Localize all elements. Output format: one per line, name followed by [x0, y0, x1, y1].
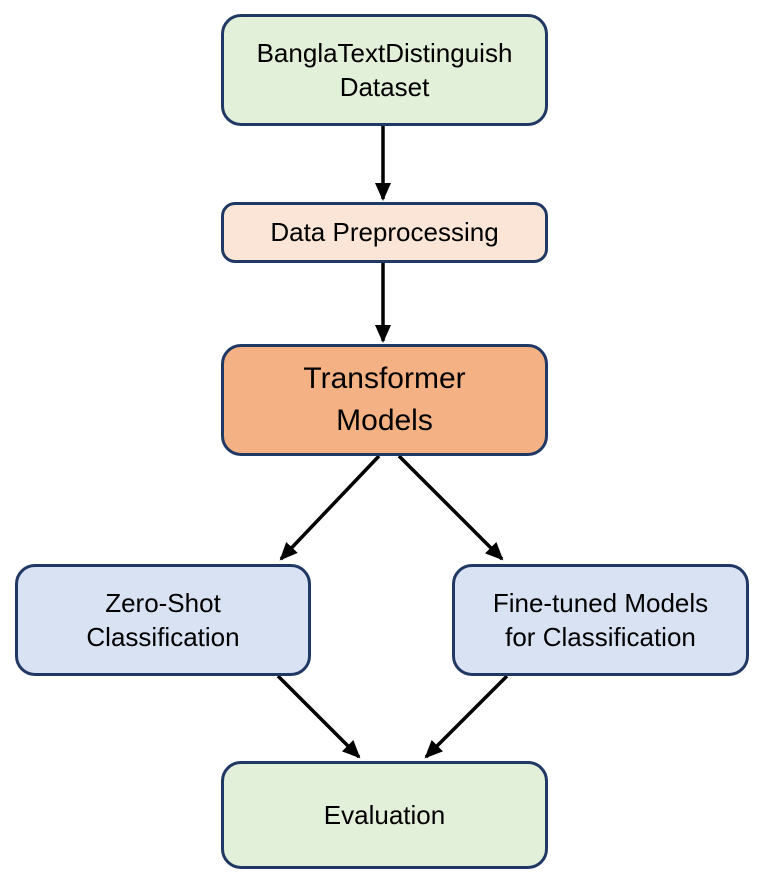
node-data-preprocessing: Data Preprocessing	[221, 202, 548, 263]
arrow-zero-shot-to-evaluation	[276, 674, 361, 759]
node-data-preprocessing-label: Data Preprocessing	[270, 217, 499, 248]
arrow-transformer-to-zero-shot	[279, 454, 381, 561]
arrow-fine-tuned-to-evaluation	[424, 674, 509, 759]
node-fine-tuned-models: Fine-tuned Models for Classification	[452, 564, 749, 676]
node-zero-shot-classification-label: Zero-Shot Classification	[86, 587, 240, 652]
node-transformer-models: Transformer Models	[221, 344, 548, 456]
node-dataset: BanglaTextDistinguish Dataset	[221, 14, 548, 126]
node-evaluation: Evaluation	[221, 761, 548, 869]
node-transformer-models-label: Transformer Models	[303, 362, 466, 437]
node-zero-shot-classification: Zero-Shot Classification	[15, 564, 311, 676]
arrow-transformer-to-fine-tuned	[397, 454, 504, 561]
node-evaluation-label: Evaluation	[323, 799, 446, 830]
node-dataset-label: BanglaTextDistinguish Dataset	[256, 37, 513, 102]
node-fine-tuned-models-label: Fine-tuned Models for Classification	[492, 587, 709, 652]
